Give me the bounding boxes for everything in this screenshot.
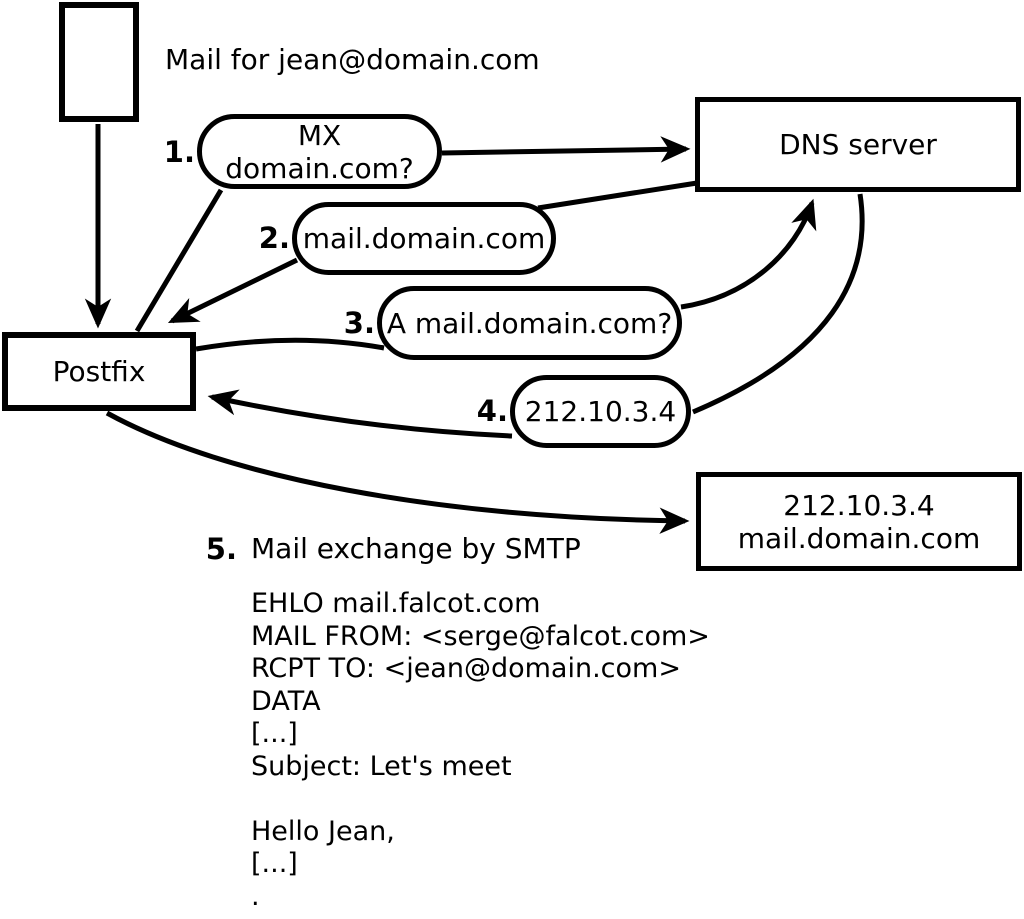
smtp-line: . bbox=[251, 880, 260, 912]
line-postfix-to-query3 bbox=[195, 337, 385, 352]
smtp-session-transcript: EHLO mail.falcot.com MAIL FROM: <serge@f… bbox=[251, 588, 710, 913]
node-dns-server: DNS server bbox=[695, 97, 1021, 192]
dns-server-label: DNS server bbox=[779, 128, 937, 161]
arrow-answer2-to-postfix bbox=[167, 257, 299, 324]
smtp-line: DATA bbox=[251, 685, 321, 717]
smtp-line: [...] bbox=[251, 848, 298, 879]
mail-message-icon bbox=[59, 2, 139, 122]
smtp-line bbox=[251, 783, 710, 816]
diagram-title: Mail for jean@domain.com bbox=[165, 43, 540, 76]
step-1-number: 1. bbox=[163, 135, 195, 169]
pill-query-mx: MX domain.com? bbox=[197, 114, 442, 189]
pill-answer-mx-label: mail.domain.com bbox=[302, 222, 546, 255]
pill-answer-ip-label: 212.10.3.4 bbox=[524, 395, 677, 428]
node-mail-server: 212.10.3.4 mail.domain.com bbox=[696, 472, 1022, 571]
pill-answer-mx: mail.domain.com bbox=[292, 202, 556, 275]
arrow-query1-to-dns bbox=[441, 136, 691, 163]
smtp-line: EHLO mail.falcot.com bbox=[251, 588, 541, 619]
line-dns-to-answer4 bbox=[692, 193, 865, 415]
smtp-line: Hello Jean, bbox=[251, 815, 395, 847]
smtp-line: Subject: Let's meet bbox=[251, 750, 512, 782]
mail-server-ip: 212.10.3.4 bbox=[783, 488, 935, 522]
arrow-answer4-to-postfix bbox=[207, 389, 513, 439]
smtp-line: [...] bbox=[251, 718, 298, 749]
step-2-number: 2. bbox=[258, 221, 290, 255]
line-dns-to-answer2 bbox=[537, 180, 698, 211]
mail-server-hostname: mail.domain.com bbox=[737, 521, 981, 555]
pill-query-a: A mail.domain.com? bbox=[377, 286, 682, 360]
pill-query-mx-label: MX domain.com? bbox=[225, 118, 414, 185]
step-4-number: 4. bbox=[476, 394, 508, 428]
node-postfix: Postfix bbox=[2, 332, 196, 411]
step-5-label: Mail exchange by SMTP bbox=[251, 532, 581, 565]
arrow-query3-to-dns bbox=[680, 198, 817, 310]
step-3-number: 3. bbox=[343, 306, 375, 340]
line-postfix-to-query1 bbox=[134, 188, 224, 333]
step-5-number: 5. bbox=[205, 532, 237, 566]
pill-answer-ip: 212.10.3.4 bbox=[510, 375, 691, 448]
pill-query-a-label: A mail.domain.com? bbox=[386, 306, 673, 340]
smtp-line: MAIL FROM: <serge@falcot.com> bbox=[251, 620, 710, 652]
postfix-label: Postfix bbox=[52, 355, 146, 388]
arrow-postfix-to-mailserver bbox=[105, 410, 690, 534]
smtp-line: RCPT TO: <jean@domain.com> bbox=[251, 653, 681, 684]
